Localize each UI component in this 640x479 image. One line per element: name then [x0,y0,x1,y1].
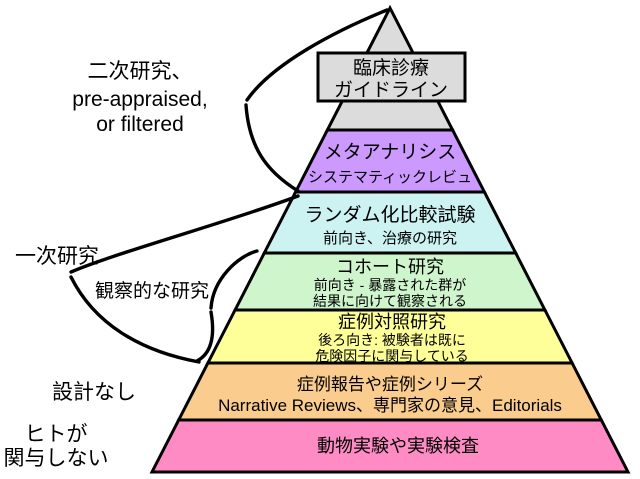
observational-research-brace [195,249,259,363]
cohort-label-line1: コホート研究 [336,257,444,277]
side-labels: 二次研究、 pre-appraised, or filtered 一次研究 観察… [4,60,210,470]
rct-label-line2: 前向き、治療の研究 [323,230,457,247]
level-animal-shape [149,418,631,474]
cohort-label-line3: 結果に向けて観察される [313,293,467,309]
no-design-label: 設計なし [52,381,136,404]
meta-analysis-label-line1: メタアナリシス [324,141,457,163]
case-control-label-line3: 危険因子に関与している [315,348,469,364]
braces [69,8,389,364]
case-reports-label-line2: Narrative Reviews、専門家の意見、Editorials [218,396,562,415]
animal-label-line1: 動物実験や実験検査 [317,436,479,456]
no-humans-label-line2: 関与しない [4,447,109,470]
primary-research-brace [69,194,300,364]
case-reports-label-line1: 症例報告や症例シリーズ [297,375,483,394]
pyramid: 臨床診療 ガイドライン メタアナリシス システマティックレビュ ランダム化比較試… [149,4,631,474]
observational-research-label: 観察的な研究 [95,280,209,302]
secondary-research-label-line1: 二次研究、 [88,60,193,83]
case-control-label-line1: 症例対照研究 [338,312,446,332]
clinical-guidelines-label-line2: ガイドライン [334,79,448,101]
case-control-label-line2: 後ろ向き: 被験者は既に [318,332,466,348]
meta-analysis-label-line2: システマティックレビュ [308,169,472,186]
secondary-research-label-line2: pre-appraised, [72,88,207,111]
no-humans-label-line1: ヒトが [25,423,88,446]
clinical-guidelines-label-line1: 臨床診療 [353,57,429,79]
primary-research-label: 一次研究 [15,245,99,268]
secondary-research-brace [244,8,389,193]
secondary-research-label-line3: or filtered [96,113,184,136]
cohort-label-line2: 前向き - 暴露された群が [314,277,466,293]
rct-label-line1: ランダム化比較試験 [304,204,475,226]
clinical-guidelines-box [316,51,467,103]
